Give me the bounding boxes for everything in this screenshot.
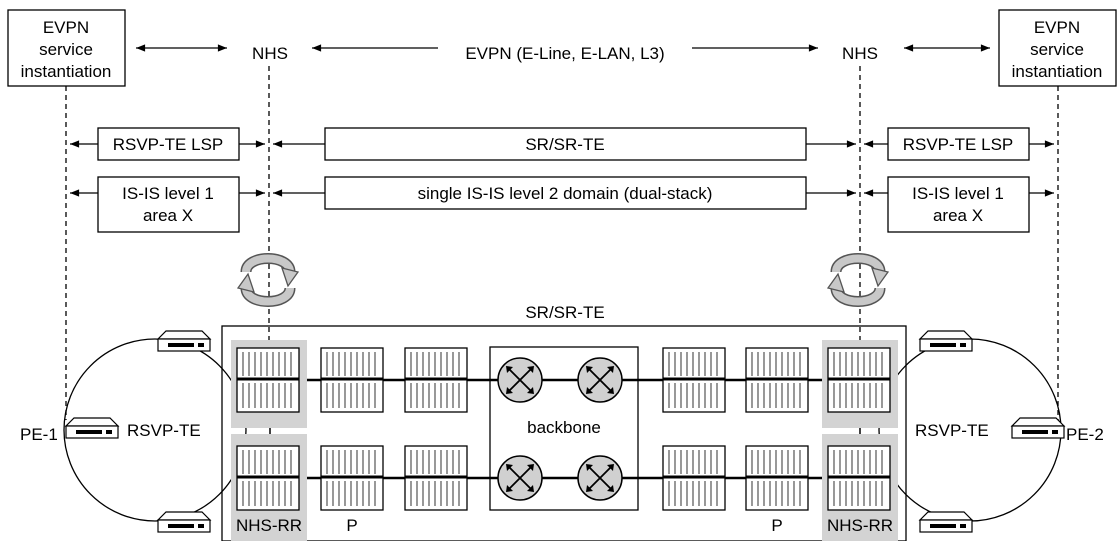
rotation-icon [826,253,890,307]
router-icon [827,347,891,413]
sr-sr-te-domain-label: SR/SR-TE [525,303,604,322]
p-right-label: P [771,516,782,535]
evpn-service-left-line2: service [39,40,93,59]
backbone-router-icon [497,455,543,501]
rsvp-te-lsp-right-label: RSVP-TE LSP [903,135,1014,154]
router-icon [320,347,384,413]
isis-l1-right-line1: IS-IS level 1 [912,184,1004,203]
backbone-label: backbone [527,418,601,437]
rsvp-te-right-label: RSVP-TE [915,421,989,440]
rsvp-te-lsp-box-left [97,127,240,161]
router-icon [236,445,300,511]
sr-sr-te-bar [324,127,807,161]
evpn-service-right-line3: instantiation [1012,62,1103,81]
evpn-service-right-line1: EVPN [1034,18,1080,37]
isis-l1-left-line1: IS-IS level 1 [122,184,214,203]
p-left-label: P [346,516,357,535]
pe-router-icon [156,330,212,352]
evpn-types-label: EVPN (E-Line, E-LAN, L3) [465,44,664,63]
backbone-router-icon [497,357,543,403]
sr-sr-te-domain-box [221,325,907,541]
backbone-router-icon [577,357,623,403]
rotation-icon [236,253,300,307]
nhs-label-left: NHS [252,44,288,63]
router-icon [236,347,300,413]
pe-router-icon [918,330,974,352]
router-icon [662,445,726,511]
pe-router-icon [64,417,120,439]
evpn-service-right-line2: service [1030,40,1084,59]
evpn-service-box-left: EVPN service instantiation [7,9,126,87]
pe2-label: PE-2 [1066,425,1104,444]
pe-router-icon [918,511,974,533]
isis-l2-bar [324,176,807,210]
evpn-service-box-right: EVPN service instantiation [998,9,1117,87]
evpn-service-left-line3: instantiation [21,62,112,81]
rsvp-te-left-label: RSVP-TE [127,421,201,440]
router-icon [662,347,726,413]
isis-l2-label: single IS-IS level 2 domain (dual-stack) [418,184,713,203]
router-icon [827,445,891,511]
router-icon [404,347,468,413]
isis-l1-left-line2: area X [143,206,193,225]
pe-router-icon [1010,417,1066,439]
router-icon [745,445,809,511]
pe-router-icon [156,511,212,533]
evpn-service-left-line1: EVPN [43,18,89,37]
rsvp-te-ring-left [63,338,247,522]
rsvp-te-lsp-left-label: RSVP-TE LSP [113,135,224,154]
nhs-rr-left-label: NHS-RR [236,516,302,535]
isis-l1-box-left [97,176,240,233]
sr-sr-te-bar-label: SR/SR-TE [525,135,604,154]
nhs-rr-right-label: NHS-RR [827,516,893,535]
router-icon [404,445,468,511]
router-icon [320,445,384,511]
router-icon [745,347,809,413]
isis-l1-right-line2: area X [933,206,983,225]
backbone-router-icon [577,455,623,501]
isis-l1-box-right [887,176,1030,233]
pe1-label: PE-1 [20,425,58,444]
nhs-label-right: NHS [842,44,878,63]
